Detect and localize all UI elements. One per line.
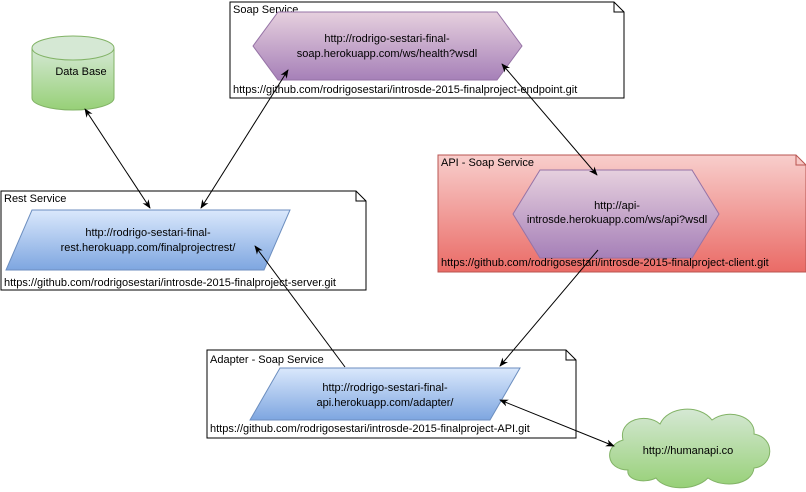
connector-soap-rest xyxy=(200,69,289,209)
soap-service-url-line1: http://rodrigo-sestari-final- xyxy=(324,33,450,45)
connector-adapter-rest xyxy=(254,245,346,368)
connector-api-adapter xyxy=(499,249,599,367)
connector-adapter-humanapi xyxy=(499,399,615,447)
rest-service-group: Rest Service http://rodrigo-sestari-fina… xyxy=(0,190,367,291)
adapter-soap-service-endpoint[interactable] xyxy=(249,367,521,421)
rest-service-url-line1: http://rodrigo-sestari-final- xyxy=(85,227,211,239)
humanapi-cloud-label: http://humanapi.co xyxy=(643,445,734,457)
database-label: Data Base xyxy=(55,66,106,78)
adapter-soap-service-url-line2: api.herokuapp.com/adapter/ xyxy=(317,397,455,409)
soap-service-endpoint[interactable] xyxy=(252,11,523,81)
api-soap-service-url-line1: http://api- xyxy=(594,200,640,212)
rest-service-endpoint[interactable] xyxy=(5,209,291,271)
rest-service-repo: https://github.com/rodrigosestari/intros… xyxy=(4,277,336,289)
humanapi-cloud[interactable]: http://humanapi.co xyxy=(609,408,771,489)
adapter-soap-service-repo: https://github.com/rodrigosestari/intros… xyxy=(210,423,530,435)
connector-soap-api xyxy=(501,63,598,176)
rest-service-title: Rest Service xyxy=(4,193,66,205)
api-soap-service-title: API - Soap Service xyxy=(441,157,534,169)
soap-service-repo: https://github.com/rodrigosestari/intros… xyxy=(233,84,577,96)
adapter-soap-service-url-line1: http://rodrigo-sestari-final- xyxy=(322,382,448,394)
soap-service-url-line2: soap.herokuapp.com/ws/health?wsdl xyxy=(297,48,477,60)
rest-service-url-line2: rest.herokuapp.com/finalprojectrest/ xyxy=(61,242,237,254)
connector-database-rest xyxy=(84,108,151,209)
soap-service-group: Soap Service http://rodrigo-sestari-fina… xyxy=(229,1,625,99)
adapter-soap-service-title: Adapter - Soap Service xyxy=(210,354,324,366)
database-node[interactable]: Data Base xyxy=(31,35,115,111)
api-soap-service-group: API - Soap Service http://api- introsde.… xyxy=(437,154,806,273)
adapter-soap-service-group: Adapter - Soap Service http://rodrigo-se… xyxy=(206,349,577,439)
api-soap-service-repo: https://github.com/rodrigosestari/intros… xyxy=(441,257,769,269)
api-soap-service-url-line2: introsde.herokuapp.com/ws/api?wsdl xyxy=(527,214,707,226)
